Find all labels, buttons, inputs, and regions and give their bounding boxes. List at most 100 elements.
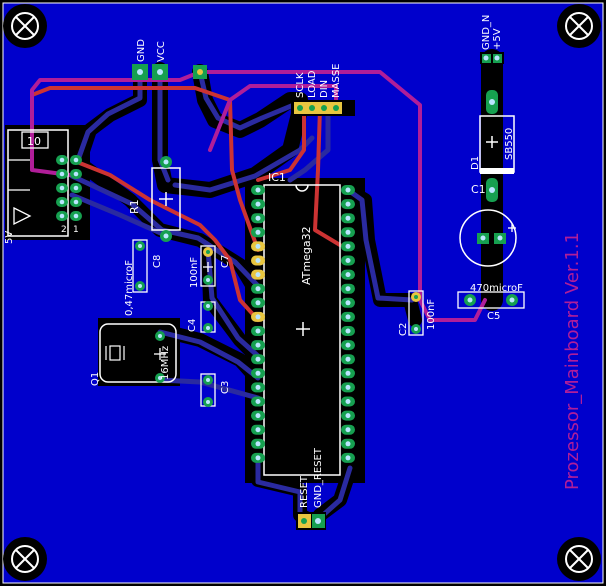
ic1-pin-drill [255, 356, 261, 362]
ic1-pin-drill [345, 342, 351, 348]
label-vcc: VCC [156, 41, 167, 62]
ic1-pin-drill [345, 187, 351, 193]
ic1-pin-drill [345, 300, 351, 306]
c2-ref: C2 [398, 323, 409, 336]
ic1-pin-drill [255, 286, 261, 292]
label-load: LOAD [307, 70, 318, 98]
label-gnd-n: GND_N [481, 15, 492, 50]
ic1-pin-drill [255, 413, 261, 419]
d1-ref: D1 [470, 156, 481, 170]
c1-capacitor [459, 209, 517, 267]
ic1-pin-drill [345, 413, 351, 419]
header-spi [291, 100, 355, 116]
ic1-value: ATmega32 [300, 226, 313, 285]
c5-ref: C5 [487, 311, 500, 322]
connector-side-label: 5V [4, 231, 15, 244]
ic1-pin-drill [345, 314, 351, 320]
c7-ref: C7 [220, 255, 231, 268]
connector-pin-drill [73, 171, 79, 177]
ic1-pin-drill [255, 243, 261, 249]
ic1-pin-row [251, 185, 355, 463]
c8-ref: C8 [152, 255, 163, 268]
ic1-pin-drill [345, 328, 351, 334]
label-gnd-reset: GND_RESET [313, 447, 324, 508]
d1-value: SB550 [504, 128, 515, 160]
c3-capacitor [200, 373, 216, 407]
c2-value: 100nF [426, 299, 437, 330]
header-power-left [132, 64, 207, 80]
mounting-hole-bottom-right [557, 537, 601, 581]
ic1-pin-drill [255, 272, 261, 278]
label-reset: RESET [299, 475, 310, 508]
r1-resistor [151, 156, 181, 242]
label-plus5v: +5V [492, 28, 503, 50]
mounting-hole-top-right [557, 4, 601, 48]
ic1-pin-drill [345, 201, 351, 207]
mounting-hole-bottom-left [3, 537, 47, 581]
connector-pin-1: 1 [73, 225, 79, 235]
ic1-pin-drill [345, 258, 351, 263]
connector-ref: 10 [27, 135, 41, 148]
ic1-pin-drill [255, 342, 261, 348]
mounting-hole-top-left [3, 4, 47, 48]
connector-pin-drill [59, 157, 65, 163]
c3-ref: C3 [220, 381, 231, 394]
ic1-pin-drill [255, 215, 261, 221]
ic1-pin-drill [345, 356, 351, 362]
ic1-pin-drill [255, 399, 261, 404]
top-layer-traces [30, 86, 342, 322]
ic1-pin-drill [345, 384, 351, 390]
c7-value: 100nF [189, 257, 200, 288]
c5-value: 470microF [470, 283, 523, 294]
ic1-pin-drill [255, 370, 261, 376]
c1-ref: C1 [471, 183, 486, 196]
connector-pin-drill [59, 199, 65, 205]
ic1-pin-drill [255, 427, 261, 433]
connector-pin-row [56, 155, 82, 221]
ic1-pin-drill [345, 272, 351, 278]
ic1-pin-drill [255, 258, 261, 263]
ic1-pin-drill [255, 441, 261, 447]
ic1-pin-drill [345, 286, 351, 292]
connector-pin-2: 2 [61, 225, 67, 235]
header-power-right [480, 52, 504, 64]
connector-pin-drill [59, 185, 65, 191]
ic1-pin-drill [255, 328, 261, 334]
label-masse: MASSE [331, 64, 342, 98]
connector-pin-drill [73, 199, 79, 205]
ic1-pin-drill [255, 201, 261, 207]
connector-left [7, 129, 69, 237]
c5-capacitor [457, 291, 525, 309]
q1-value: 16MHz [160, 346, 171, 380]
header-reset [296, 512, 326, 530]
board-title: Prozessor_Mainboard Ver.1.1 [562, 232, 583, 490]
ic1-pin-drill [345, 229, 351, 235]
r1-ref: R1 [128, 199, 141, 214]
connector-pin-drill [73, 185, 79, 191]
connector-pin-drill [73, 157, 79, 163]
ic1-pin-drill [345, 427, 351, 433]
connector-pin-drill [73, 213, 79, 219]
ic1-pin-drill [255, 300, 261, 306]
label-gnd: GND [136, 39, 147, 62]
ic1-pin-drill [255, 455, 261, 461]
ic1-pin-drill [255, 314, 261, 320]
label-din: DIN [319, 80, 330, 98]
c4-capacitor [200, 301, 216, 333]
ic1-pin-drill [345, 243, 351, 249]
c4-ref: C4 [187, 319, 198, 332]
q1-crystal [99, 323, 177, 383]
ic1-pin-drill [255, 384, 261, 390]
ic1-pin-drill [255, 229, 261, 235]
ic1-ref: IC1 [268, 171, 286, 184]
c7-capacitor [200, 245, 216, 287]
c2-capacitor [408, 290, 424, 336]
q1-ref: Q1 [90, 372, 101, 386]
ic1-pin-drill [345, 215, 351, 221]
d1-diode [479, 90, 515, 202]
c8-capacitor [132, 239, 148, 293]
c8-value: 0,47microF [124, 260, 135, 316]
ic1-pin-drill [345, 399, 351, 404]
